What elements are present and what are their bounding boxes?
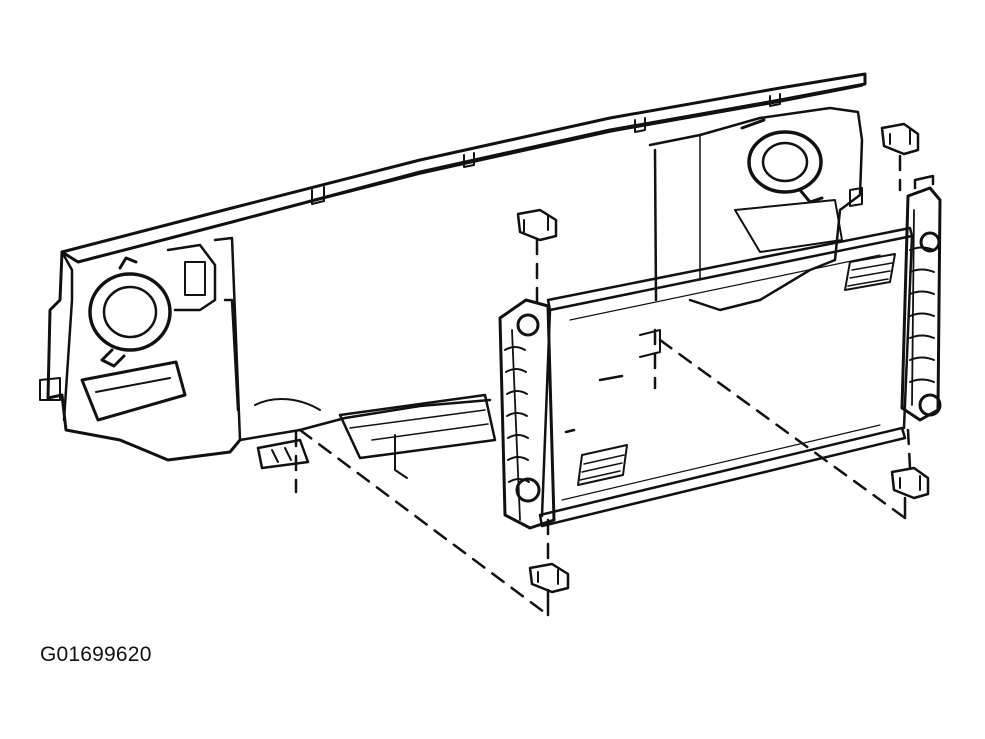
- lower-insulator-left: [528, 562, 570, 594]
- radiator-support-panel: [39, 72, 867, 479]
- radiator: [498, 174, 942, 530]
- figure-id-label: G01699620: [40, 643, 152, 666]
- upper-insulator-right: [880, 122, 920, 156]
- upper-insulator-left: [516, 208, 558, 242]
- assembly-guide-lines: [294, 154, 912, 617]
- lower-insulator-right: [890, 466, 930, 500]
